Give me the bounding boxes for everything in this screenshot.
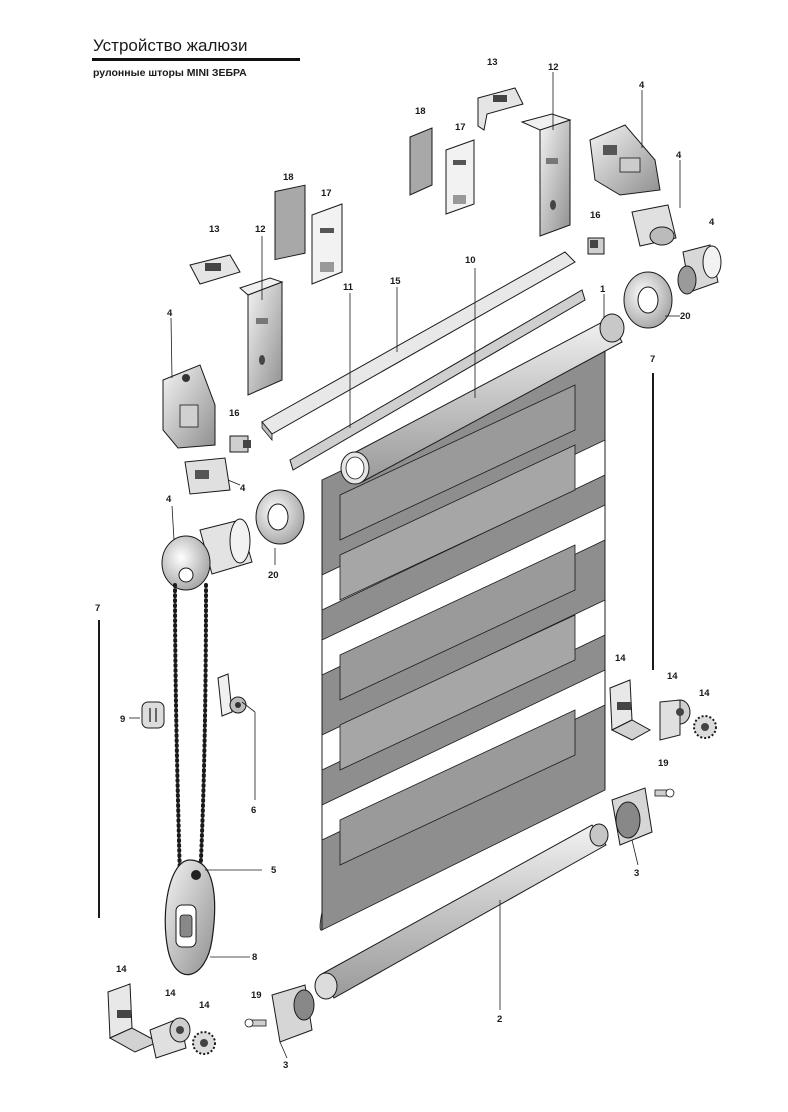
callout-5: 5 (271, 865, 277, 876)
callout-6: 6 (251, 805, 256, 816)
guide-rail-15 (261, 251, 576, 442)
callout-15: 15 (390, 276, 401, 287)
plate-17-right (445, 139, 475, 215)
washer-20-right (623, 271, 673, 329)
callout-14-left-c: 14 (199, 1000, 210, 1011)
pin-19-right (654, 788, 675, 798)
top-roller-tube (340, 313, 625, 485)
bracket-12-right (520, 113, 572, 237)
callout-8: 8 (252, 952, 257, 963)
gear-14-right (693, 715, 717, 739)
clip-13-left (189, 254, 241, 285)
fixing-strip-11 (289, 289, 586, 471)
callout-4-left-clip: 4 (240, 483, 246, 494)
callout-10: 10 (465, 255, 476, 266)
washer-20-left (255, 489, 305, 545)
callout-11: 11 (343, 282, 354, 293)
end-cap-4-left (162, 364, 216, 449)
callout-12-right: 12 (548, 62, 559, 73)
insert-18-left (274, 184, 306, 261)
callout-4-right-mid: 4 (676, 150, 682, 161)
chain-stopper-9 (141, 701, 165, 729)
plug-16-left (229, 435, 251, 453)
callout-17-right: 17 (455, 122, 466, 133)
page-subtitle: рулонные шторы MINI ЗЕБРА (93, 67, 247, 79)
callout-16-left: 16 (229, 408, 240, 419)
callout-20-right: 20 (680, 311, 691, 322)
callout-4-top-right: 4 (639, 80, 645, 91)
callout-7-right: 7 (650, 354, 655, 365)
callout-16-right: 16 (590, 210, 601, 221)
plate-17-left (311, 203, 343, 285)
clip-13-right (477, 87, 524, 131)
callout-14-left-b: 14 (165, 988, 176, 999)
callout-4-left-mechanism: 4 (166, 494, 172, 505)
callout-14-right-c: 14 (699, 688, 710, 699)
callout-1: 1 (600, 284, 606, 295)
bracket-14-right (609, 679, 652, 741)
title-underline (92, 58, 300, 61)
bead-chain (173, 583, 208, 882)
chain-weight-8 (164, 859, 216, 976)
insert-18-right (409, 127, 433, 196)
callout-labels: 1 2 3 3 4 4 4 4 4 4 5 6 7 7 8 9 10 11 12… (95, 57, 715, 1071)
callout-19-right: 19 (658, 758, 669, 769)
idle-end-4-right (677, 244, 722, 295)
bracket-12-left (239, 277, 284, 396)
bracket-14-left (107, 983, 160, 1053)
callout-18-right: 18 (415, 106, 426, 117)
callout-2: 2 (497, 1014, 502, 1025)
callout-9: 9 (120, 714, 125, 725)
end-cap-4-right-large (589, 124, 661, 196)
page-title: Устройство жалюзи (93, 36, 248, 55)
stop-14-left (149, 1017, 191, 1059)
callout-17-left: 17 (321, 188, 332, 199)
callout-14-right-b: 14 (667, 671, 678, 682)
end-clip-4-small (184, 457, 231, 495)
plug-16-right (587, 237, 605, 255)
callout-20-left: 20 (268, 570, 279, 581)
callout-4-left-cap: 4 (167, 308, 173, 319)
callout-18-left: 18 (283, 172, 294, 183)
callout-14-right-a: 14 (615, 653, 626, 664)
stop-14-right (659, 699, 691, 741)
end-clip-4-right-small (631, 204, 677, 247)
callout-3-right: 3 (634, 868, 639, 879)
callout-13-left: 13 (209, 224, 220, 235)
chain-tensioner-6 (217, 673, 247, 717)
callout-7-left: 7 (95, 603, 100, 614)
callout-19-left: 19 (251, 990, 262, 1001)
bottom-weight-tube (314, 823, 609, 1000)
leader-lines (129, 72, 681, 1059)
gear-14-left (192, 1031, 216, 1055)
callout-3-left: 3 (283, 1060, 288, 1071)
zebra-fabric (319, 344, 606, 931)
callout-13-right: 13 (487, 57, 498, 68)
pin-19-left (244, 1018, 267, 1028)
end-cap-3-left (271, 984, 315, 1043)
end-cap-3-right (611, 787, 653, 846)
control-mechanism-4 (161, 518, 253, 591)
callout-12-left: 12 (255, 224, 266, 235)
callout-4-right: 4 (709, 217, 715, 228)
callout-14-left-a: 14 (116, 964, 127, 975)
